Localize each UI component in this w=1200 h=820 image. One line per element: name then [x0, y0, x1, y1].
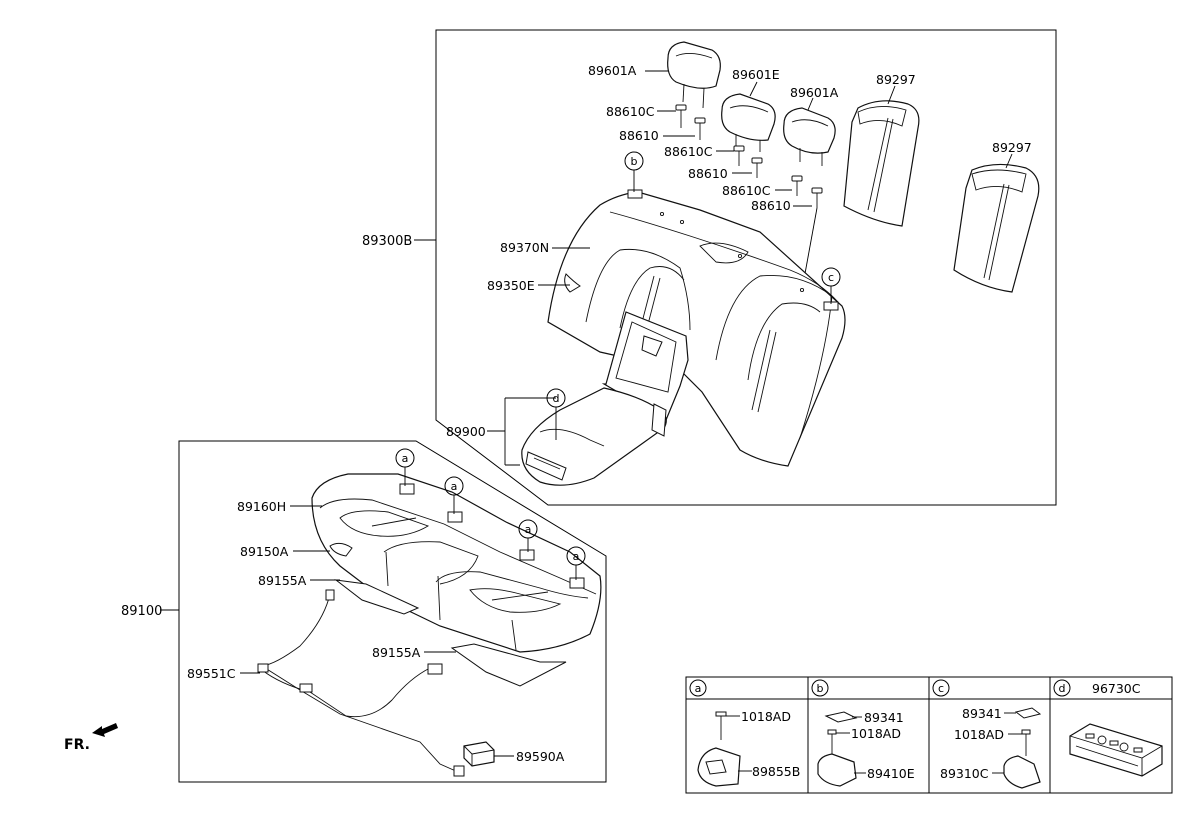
- label-headrest-right: 89601A: [790, 85, 839, 100]
- label-cushion-assy: 89100: [121, 604, 162, 619]
- label-cushion-pad: 89150A: [240, 544, 289, 559]
- label-guide-c-3: 88610C: [722, 183, 771, 198]
- cell-c-hook: 89310C: [940, 766, 989, 781]
- cell-a-hook: 89855B: [752, 764, 800, 779]
- label-cover-b: 89297: [992, 140, 1032, 155]
- cell-c-cap: 89341: [962, 706, 1002, 721]
- label-heater-b: 89155A: [372, 645, 421, 660]
- svg-text:FR.: FR.: [64, 737, 90, 753]
- cell-c-bolt: 1018AD: [954, 727, 1004, 742]
- table-header-a: a: [695, 682, 702, 695]
- cell-b-parts: [817, 711, 866, 787]
- label-headrest-center: 89601E: [732, 67, 780, 82]
- headrest-cover-a: [843, 85, 920, 227]
- callout-d-back: d: [546, 388, 566, 440]
- seat-cushion: [311, 473, 602, 653]
- svg-text:a: a: [525, 523, 532, 536]
- detail-table: a b c d 96730C 1018AD 89855B 89341: [685, 676, 1173, 794]
- svg-text:a: a: [451, 480, 458, 493]
- svg-text:a: a: [573, 550, 580, 563]
- callout-a-4: a: [566, 546, 586, 580]
- callout-a-1: a: [395, 448, 415, 486]
- label-harness: 89551C: [187, 666, 236, 681]
- cell-b-cap: 89341: [864, 710, 904, 725]
- front-arrow-icon: [92, 723, 118, 737]
- label-module: 89590A: [516, 749, 565, 764]
- label-heater-a: 89155A: [258, 573, 307, 588]
- cell-b-hook: 89410E: [867, 766, 915, 781]
- heater-a: [334, 579, 420, 615]
- table-header-b: b: [817, 682, 824, 695]
- svg-text:c: c: [828, 271, 834, 284]
- label-cushion-cover: 89160H: [237, 499, 286, 514]
- callout-a-2: a: [444, 476, 464, 514]
- label-back-assy: 89300B: [362, 234, 412, 249]
- guide-set-1: [657, 104, 706, 140]
- svg-text:a: a: [402, 452, 409, 465]
- callout-c-back: c: [821, 267, 841, 304]
- cell-a-bolt: 1018AD: [741, 709, 791, 724]
- label-cover-a: 89297: [876, 72, 916, 87]
- cell-c-parts: [992, 707, 1042, 789]
- armrest: [521, 311, 689, 486]
- heater-b: [450, 643, 567, 687]
- seat-back: [547, 189, 846, 467]
- label-guide-c-1: 88610C: [606, 104, 655, 119]
- headrest-center: [721, 81, 776, 152]
- label-armrest: 89900: [446, 424, 486, 439]
- label-back-pad: 89350E: [487, 278, 535, 293]
- label-guide-2: 88610: [688, 166, 728, 181]
- front-marker: FR.: [64, 723, 118, 753]
- control-module: [463, 741, 495, 767]
- svg-text:b: b: [631, 155, 638, 168]
- wire-harness: [257, 589, 465, 777]
- table-header-part: 96730C: [1092, 681, 1141, 696]
- back-assembly-frame: [435, 29, 1057, 506]
- headrest-left: [645, 41, 721, 109]
- cell-b-bolt: 1018AD: [851, 726, 901, 741]
- callout-a-3: a: [518, 519, 538, 552]
- headrest-right: [783, 97, 836, 166]
- headrest-cover-b: [953, 153, 1040, 293]
- label-guide-3: 88610: [751, 198, 791, 213]
- label-guide-1: 88610: [619, 128, 659, 143]
- cell-a-parts: [697, 711, 752, 787]
- guide-set-2: [716, 145, 763, 178]
- svg-text:d: d: [553, 392, 560, 405]
- table-header-c: c: [938, 682, 944, 695]
- cell-d-switch-panel: [1069, 723, 1163, 777]
- label-back-cover: 89370N: [500, 240, 549, 255]
- table-header-d: d: [1059, 682, 1066, 695]
- cushion-assembly-frame: [178, 440, 607, 783]
- label-headrest-left: 89601A: [588, 63, 637, 78]
- callout-b-back: b: [624, 151, 644, 192]
- guide-set-3: [775, 175, 823, 291]
- label-guide-c-2: 88610C: [664, 144, 713, 159]
